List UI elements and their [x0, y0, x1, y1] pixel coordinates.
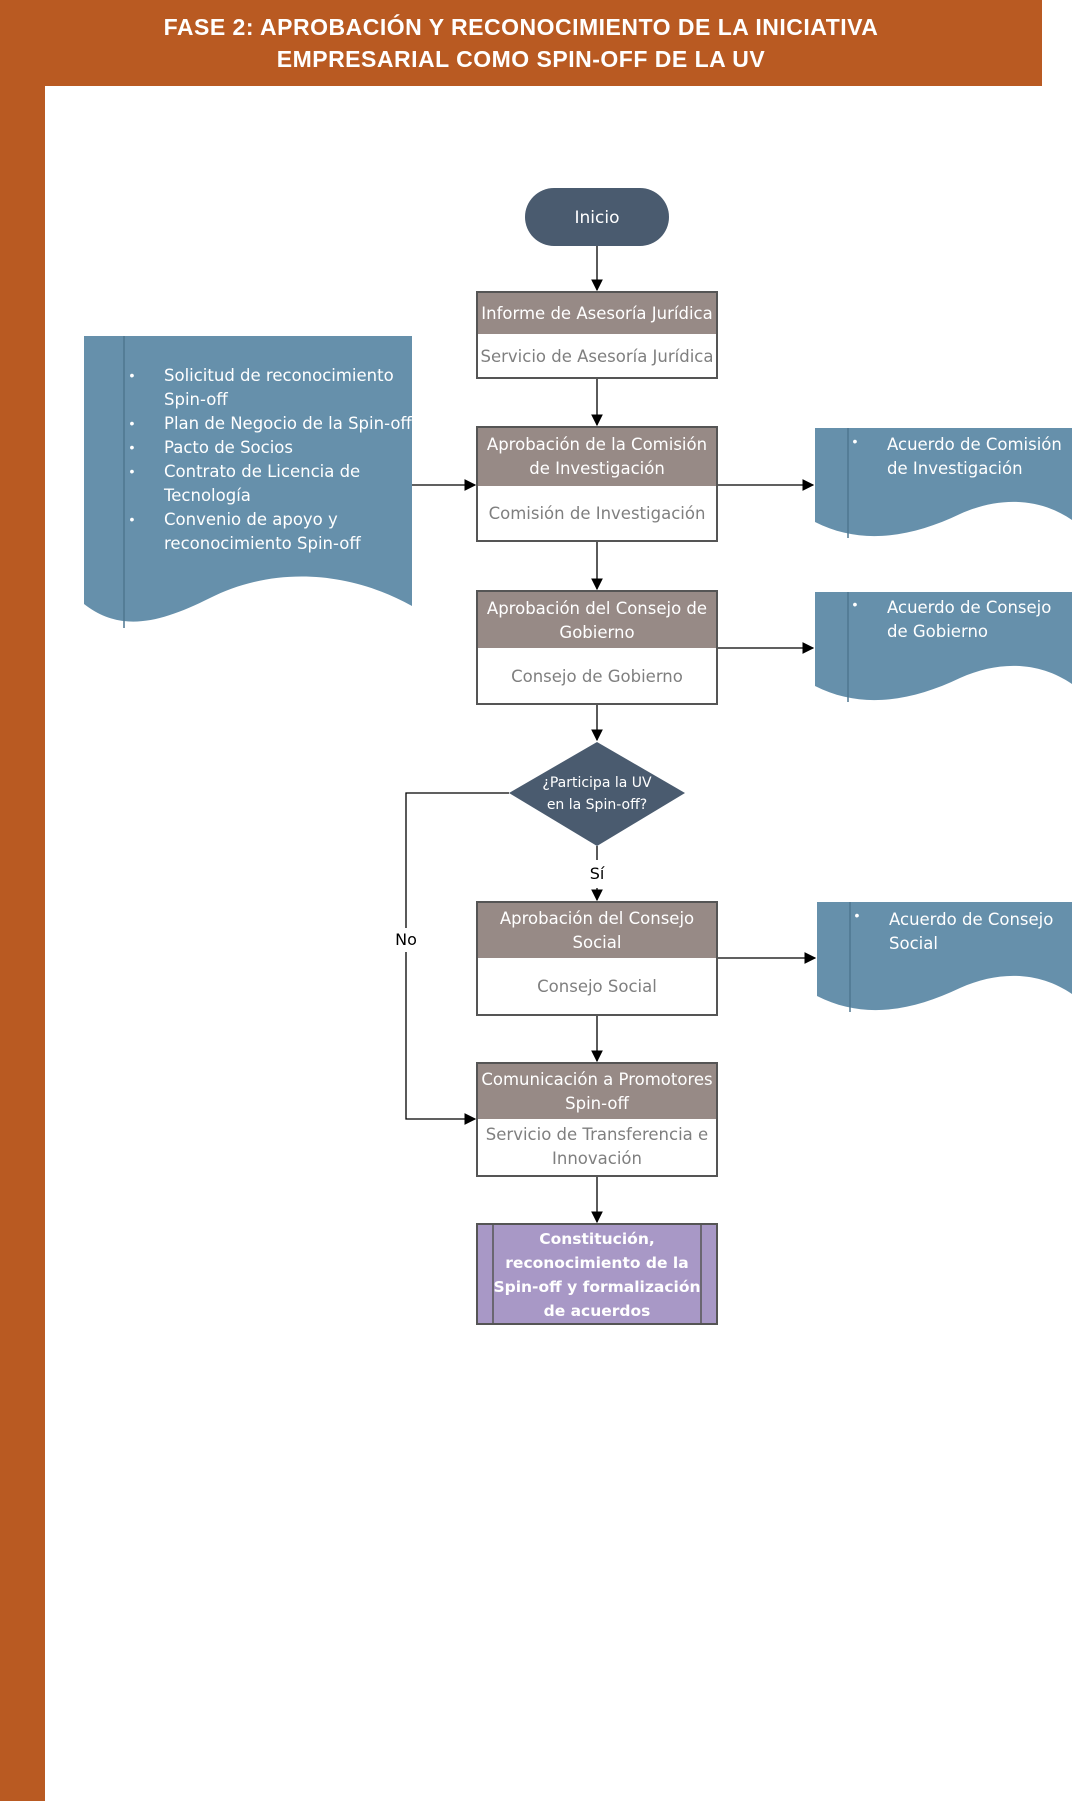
input-item-4-line-1: Contrato de Licencia de: [164, 462, 360, 481]
step-5-owner-line-2: Innovación: [552, 1149, 642, 1168]
output-document-1-line-1: Acuerdo de Comisión: [887, 435, 1062, 454]
start-terminator: Inicio: [525, 188, 669, 246]
header-title-line-2: EMPRESARIAL COMO SPIN-OFF DE LA UV: [276, 46, 766, 72]
step-4-border: [476, 901, 718, 1016]
output-document-2: • Acuerdo de Consejo de Gobierno: [815, 592, 1072, 702]
step-2-border: [476, 426, 718, 542]
step-2-title-line-2: de Investigación: [529, 459, 665, 478]
step-5-title-line-2: Spin-off: [565, 1094, 629, 1113]
input-item-4-line-2: Tecnología: [163, 486, 251, 505]
step-2-owner-box: [477, 486, 717, 541]
end-label-line-2: reconocimiento de la: [505, 1254, 688, 1272]
step-1-owner: Servicio de Asesoría Jurídica: [480, 347, 713, 366]
page-header: FASE 2: APROBACIÓN Y RECONOCIMIENTO DE L…: [0, 0, 1042, 86]
step-5-owner-box: [477, 1119, 717, 1176]
end-subprocess: Constitución, reconocimiento de la Spin-…: [476, 1223, 718, 1325]
input-item-1-line-2: Spin-off: [164, 390, 228, 409]
input-item-5-line-2: reconocimiento Spin-off: [164, 534, 361, 553]
input-item-3: Pacto de Socios: [164, 438, 293, 457]
step-4-title-line-2: Social: [573, 933, 622, 952]
decision-label-line-1: ¿Participa la UV: [542, 775, 652, 791]
step-2: Aprobación de la Comisión de Investigaci…: [476, 426, 718, 542]
step-4-owner-box: [477, 958, 717, 1015]
output-document-2-line-1: Acuerdo de Consejo: [887, 598, 1051, 617]
step-1-border: [476, 291, 718, 379]
connector-decision-no-top: [405, 792, 509, 928]
decision-yes-label: Sí: [590, 864, 605, 883]
end-label-line-1: Constitución,: [539, 1230, 655, 1248]
output-document-3-line-2: Social: [889, 934, 938, 953]
output-document-1-line-2: de Investigación: [887, 459, 1023, 478]
input-item-1-line-1: Solicitud de reconocimiento: [164, 366, 394, 385]
step-2-title-line-1: Aprobación de la Comisión: [487, 435, 707, 454]
step-3-border: [476, 590, 718, 705]
output-document-3-line-1: Acuerdo de Consejo: [889, 910, 1053, 929]
bullet-icon: •: [853, 596, 858, 612]
bullet-icon: •: [855, 907, 860, 923]
decision: ¿Participa la UV en la Spin-off? Sí No: [395, 742, 685, 949]
header-title-line-1: FASE 2: APROBACIÓN Y RECONOCIMIENTO DE L…: [163, 14, 879, 40]
step-2-title-box: [477, 427, 717, 486]
left-brand-bar: [0, 0, 45, 1801]
bullet-icon: •: [130, 463, 135, 479]
step-1-title: Informe de Asesoría Jurídica: [481, 304, 712, 323]
bullet-icon: •: [130, 415, 135, 431]
connector-decision-no-bottom: [405, 952, 477, 1125]
bullet-icon: •: [130, 511, 135, 527]
bullet-icon: •: [130, 367, 135, 383]
output-document-3: • Acuerdo de Consejo Social: [817, 902, 1072, 1012]
step-1: Informe de Asesoría Jurídica Servicio de…: [476, 291, 718, 379]
output-document-1-shape: [815, 428, 1072, 537]
step-2-owner: Comisión de Investigación: [489, 504, 706, 523]
decision-no-label: No: [395, 930, 417, 949]
input-document-shape: [84, 336, 412, 622]
start-shape: [525, 188, 669, 246]
connectors: [405, 246, 817, 1224]
step-4-title-line-1: Aprobación del Consejo: [500, 909, 694, 928]
start-label: Inicio: [575, 208, 620, 228]
input-document: • Solicitud de reconocimiento Spin-off •…: [84, 336, 412, 628]
decision-diamond: [509, 742, 685, 846]
input-item-5-line-1: Convenio de apoyo y: [164, 510, 338, 529]
output-document-1: • Acuerdo de Comisión de Investigación: [815, 428, 1072, 538]
end-label-line-4: de acuerdos: [544, 1302, 651, 1320]
step-4-title-box: [477, 902, 717, 958]
step-3-title-line-1: Aprobación del Consejo de: [487, 599, 707, 618]
step-4: Aprobación del Consejo Social Consejo So…: [476, 901, 718, 1016]
step-5-owner-line-1: Servicio de Transferencia e: [486, 1125, 708, 1144]
step-3-title-box: [477, 591, 717, 648]
output-document-2-line-2: de Gobierno: [887, 622, 988, 641]
end-shape: [476, 1223, 718, 1325]
step-1-owner-box: [477, 334, 717, 378]
decision-label-line-2: en la Spin-off?: [547, 797, 647, 813]
step-3: Aprobación del Consejo de Gobierno Conse…: [476, 590, 718, 705]
bullet-icon: •: [853, 433, 858, 449]
bullet-icon: •: [130, 439, 135, 455]
step-5-title-line-1: Comunicación a Promotores: [481, 1070, 712, 1089]
step-3-owner-box: [477, 648, 717, 704]
step-4-owner: Consejo Social: [537, 977, 657, 996]
output-document-2-shape: [815, 592, 1072, 701]
step-1-title-box: [477, 292, 717, 334]
end-label-line-3: Spin-off y formalización: [493, 1278, 700, 1296]
step-5: Comunicación a Promotores Spin-off Servi…: [476, 1062, 718, 1177]
input-item-2: Plan de Negocio de la Spin-off: [164, 414, 412, 433]
step-3-owner: Consejo de Gobierno: [511, 667, 683, 686]
step-5-border: [476, 1062, 718, 1177]
output-document-3-shape: [817, 902, 1072, 1011]
step-3-title-line-2: Gobierno: [559, 623, 634, 642]
step-5-title-box: [477, 1063, 717, 1119]
